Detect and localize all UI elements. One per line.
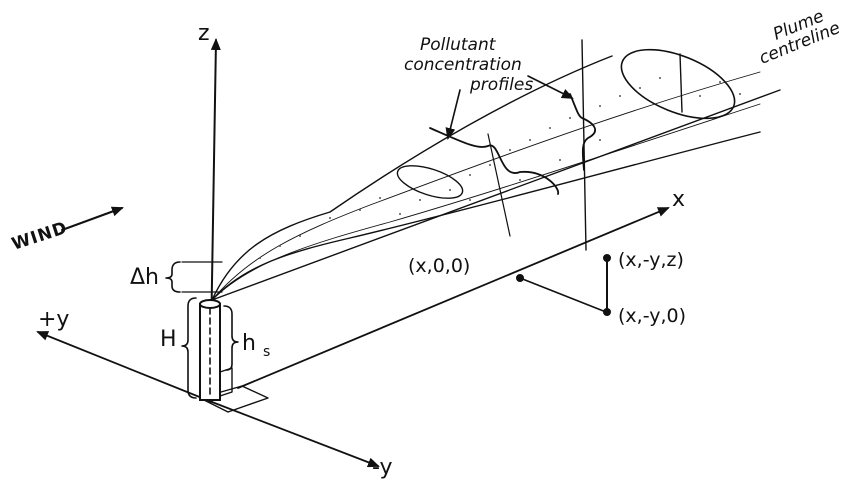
point-origin-connector — [519, 277, 607, 313]
minus-y-axis-label: -y — [372, 455, 393, 480]
plume-inner-trace-2 — [211, 103, 761, 301]
plus-y-axis-label: +y — [38, 307, 69, 332]
x-axis-line — [237, 207, 670, 389]
plume-outline-upper — [211, 55, 613, 301]
hs-label: h s — [242, 331, 270, 360]
hs-brace — [223, 305, 239, 371]
pollutant-label-line-2: concentration — [404, 55, 522, 75]
profile-far — [569, 93, 596, 171]
wind-label: WIND — [9, 218, 70, 255]
plume-cross-section-far — [620, 48, 736, 120]
plume-stipple — [259, 77, 741, 259]
stack-top — [199, 299, 221, 309]
stack-height-label: H — [160, 327, 177, 352]
far-section-vertical — [679, 53, 683, 113]
stack-height-brace — [181, 297, 197, 399]
delta-h-label: Δh — [130, 265, 159, 290]
concentration-profiles — [429, 39, 596, 251]
point-origin-label: (x,0,0) — [408, 255, 470, 277]
stack — [181, 261, 233, 401]
receptor-points — [516, 254, 611, 316]
point-xyz-label: (x,-y,z) — [618, 249, 684, 271]
hs-label-subscript: s — [263, 344, 270, 360]
pollutant-leader-2 — [527, 75, 574, 99]
x-axis-label: x — [672, 187, 685, 212]
profile-near — [429, 127, 559, 195]
plume-inner-trace-1 — [211, 71, 761, 301]
profile-near-axis — [487, 133, 511, 237]
height-brackets — [165, 261, 239, 399]
plume — [211, 48, 781, 301]
hs-label-main: h — [242, 331, 256, 356]
pollutant-label-line-3: profiles — [469, 75, 533, 95]
point-xy0-dot — [603, 308, 611, 316]
profile-far-axis — [581, 39, 587, 251]
point-xy0-label: (x,-y,0) — [618, 305, 686, 327]
plume-outline-lower — [211, 131, 761, 301]
delta-h-brace — [165, 261, 181, 293]
plume-cross-section-near — [396, 165, 464, 199]
plus-y-axis-line — [36, 331, 213, 403]
point-xyz-dot — [603, 254, 611, 262]
pollutant-label-line-1: Pollutant — [420, 35, 497, 55]
minus-y-axis-line — [211, 401, 380, 468]
ground-plate — [199, 385, 269, 413]
plume-centreline — [211, 89, 781, 301]
pollutant-leader-1 — [445, 89, 461, 140]
z-axis-label: z — [198, 21, 210, 46]
wind-arrow — [61, 206, 124, 231]
